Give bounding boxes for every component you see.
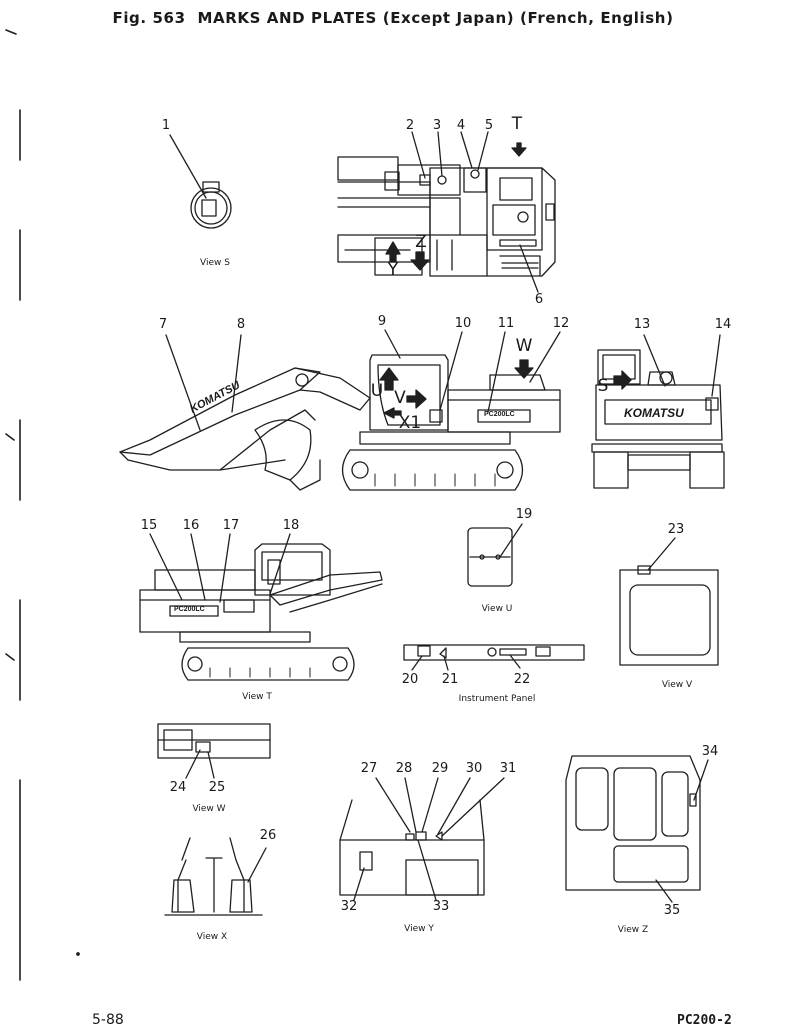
view-u-label: View U bbox=[482, 604, 513, 614]
view-arrow-letter-u: U bbox=[370, 381, 384, 401]
top-plan-view-drawing bbox=[337, 131, 556, 293]
view-u-caption: View U bbox=[481, 604, 513, 614]
view-u-drawing bbox=[467, 523, 523, 587]
view-x-caption: View X bbox=[196, 932, 228, 942]
view-x-label: View X bbox=[197, 932, 227, 942]
rear-view-excavator-drawing bbox=[591, 334, 725, 489]
view-z-drawing bbox=[565, 755, 709, 903]
callout-29: 29 bbox=[431, 761, 449, 776]
callout-7: 7 bbox=[158, 317, 168, 332]
callout-18: 18 bbox=[282, 518, 300, 533]
callout-2: 2 bbox=[405, 118, 415, 133]
view-x-drawing bbox=[164, 837, 267, 916]
figure-number: Fig. 563 bbox=[112, 9, 186, 27]
callout-20: 20 bbox=[401, 672, 419, 687]
page-number: 5-88 bbox=[92, 1012, 124, 1027]
view-z-label: View Z bbox=[618, 925, 648, 935]
model-plate-main: PC200LC bbox=[484, 411, 515, 418]
callout-3: 3 bbox=[432, 118, 442, 133]
callout-9: 9 bbox=[377, 314, 387, 329]
callout-31: 31 bbox=[499, 761, 517, 776]
callout-12: 12 bbox=[552, 316, 570, 331]
view-s-caption: View S bbox=[200, 258, 230, 268]
callout-15: 15 bbox=[140, 518, 158, 533]
instrument-panel-label: Instrument Panel bbox=[459, 694, 536, 704]
view-y-label: View Y bbox=[404, 924, 434, 934]
callout-22: 22 bbox=[513, 672, 531, 687]
view-arrow-letter-w: W bbox=[515, 336, 533, 356]
view-arrow-letter-v: V bbox=[394, 388, 406, 408]
instrument-panel-caption: Instrument Panel bbox=[458, 694, 536, 704]
callout-34: 34 bbox=[701, 744, 719, 759]
view-t-caption: View T bbox=[242, 692, 272, 702]
callout-16: 16 bbox=[182, 518, 200, 533]
callout-25: 25 bbox=[208, 780, 226, 795]
instrument-panel-drawing bbox=[403, 644, 585, 671]
callout-33: 33 bbox=[432, 899, 450, 914]
callout-30: 30 bbox=[465, 761, 483, 776]
callout-14: 14 bbox=[714, 317, 732, 332]
callout-10: 10 bbox=[454, 316, 472, 331]
callout-23: 23 bbox=[667, 522, 685, 537]
callout-6: 6 bbox=[534, 292, 544, 307]
callout-4: 4 bbox=[456, 118, 466, 133]
view-w-drawing bbox=[157, 723, 271, 779]
view-t-label: View T bbox=[242, 692, 272, 702]
callout-26: 26 bbox=[259, 828, 277, 843]
view-arrow-letter-z: Z bbox=[415, 232, 427, 252]
view-w-label: View W bbox=[192, 804, 225, 814]
view-v-caption: View V bbox=[661, 680, 693, 690]
view-y-caption: View Y bbox=[404, 924, 434, 934]
callout-32: 32 bbox=[340, 899, 358, 914]
model-plate-rear: PC200LC bbox=[174, 606, 205, 613]
view-s-label: View S bbox=[200, 258, 230, 268]
callout-27: 27 bbox=[360, 761, 378, 776]
view-arrow-letter-y: Y bbox=[387, 260, 399, 280]
callout-17: 17 bbox=[222, 518, 240, 533]
view-s-drawing bbox=[169, 134, 232, 229]
callout-1: 1 bbox=[161, 118, 171, 133]
side-view-excavator-drawing bbox=[119, 329, 561, 491]
view-t-drawing bbox=[139, 533, 383, 681]
callout-19: 19 bbox=[515, 507, 533, 522]
margin-binding-marks bbox=[5, 29, 21, 981]
view-arrow-letter-x1: X1 bbox=[398, 413, 422, 433]
rear-brand-decal: KOMATSU bbox=[624, 406, 684, 420]
callout-24: 24 bbox=[169, 780, 187, 795]
callout-21: 21 bbox=[441, 672, 459, 687]
view-v-drawing bbox=[619, 537, 719, 666]
model-code: PC200-2 bbox=[677, 1013, 732, 1027]
view-arrow-letter-t: T bbox=[511, 114, 523, 134]
view-w-caption: View W bbox=[192, 804, 226, 814]
callout-35: 35 bbox=[663, 903, 681, 918]
view-y-drawing bbox=[339, 777, 505, 901]
callout-8: 8 bbox=[236, 317, 246, 332]
callout-13: 13 bbox=[633, 317, 651, 332]
figure-caption: MARKS AND PLATES (Except Japan) (French,… bbox=[197, 9, 674, 27]
view-z-caption: View Z bbox=[617, 925, 649, 935]
figure-title: Fig. 563 MARKS AND PLATES (Except Japan)… bbox=[0, 9, 786, 27]
view-v-label: View V bbox=[662, 680, 692, 690]
callout-5: 5 bbox=[484, 118, 494, 133]
callout-28: 28 bbox=[395, 761, 413, 776]
view-arrow-letter-s: S bbox=[597, 376, 609, 396]
callout-11: 11 bbox=[497, 316, 515, 331]
